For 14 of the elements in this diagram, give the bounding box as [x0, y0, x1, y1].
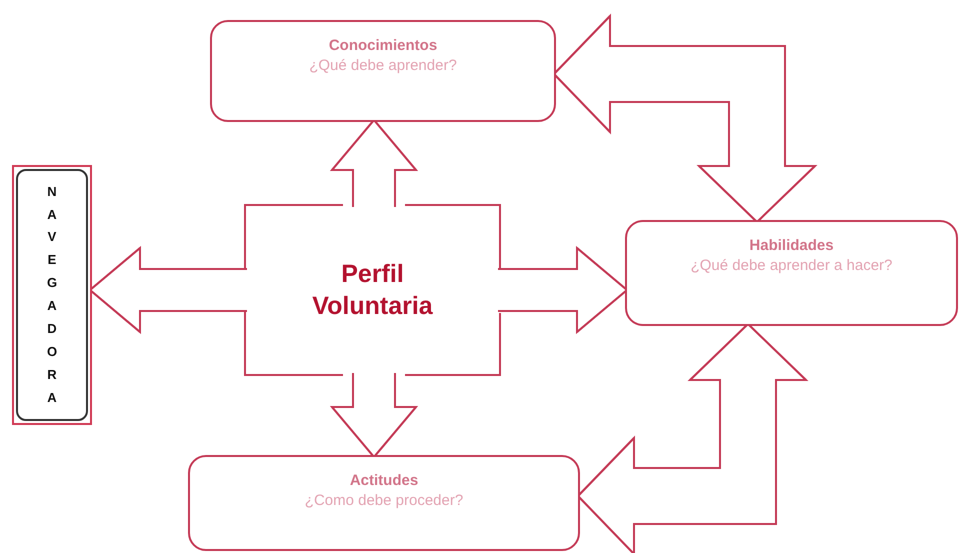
- box-heading: Conocimientos: [328, 36, 438, 56]
- box-heading: Habilidades: [749, 236, 834, 256]
- center-title: Perfil Voluntaria: [311, 259, 434, 322]
- vertical-label: NAVEGADORA: [46, 182, 58, 406]
- box-question: ¿Qué debe aprender?: [309, 56, 457, 76]
- rounded-box: [210, 20, 556, 122]
- box-question: ¿Como debe proceder?: [304, 491, 464, 511]
- rounded-box: [625, 220, 958, 326]
- block-arrow: [330, 372, 418, 458]
- box-heading: Actitudes: [350, 471, 418, 491]
- rounded-box: [188, 455, 580, 551]
- box-question: ¿Qué debe aprender a hacer?: [690, 256, 892, 276]
- block-arrow: [330, 119, 418, 208]
- vertical-label-box: [12, 165, 92, 425]
